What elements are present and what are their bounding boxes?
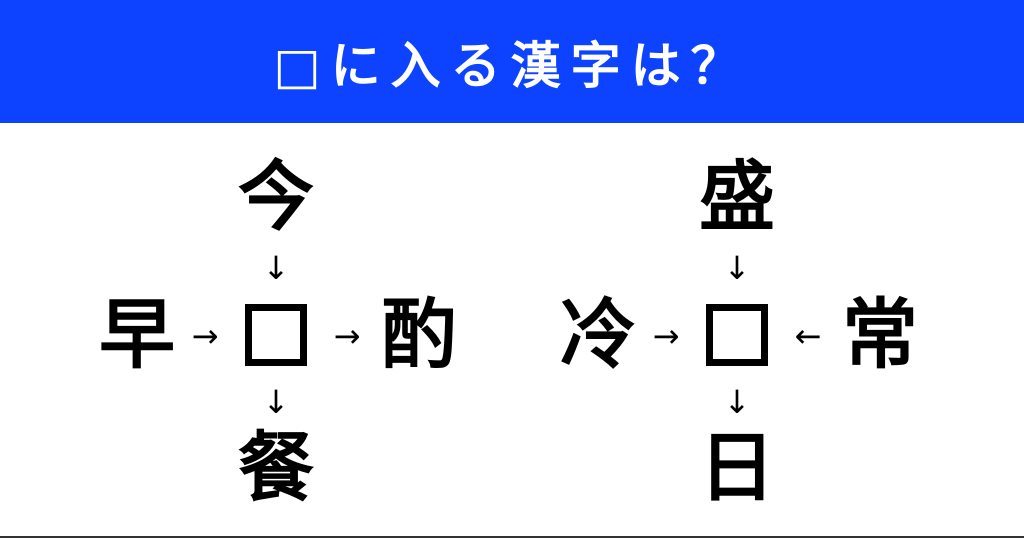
puzzle-2-arrow-down-top: ↓: [723, 249, 751, 287]
puzzle-1-arrow-down-bottom: ↓: [262, 383, 290, 421]
puzzle-2-arrow-down-bottom: ↓: [723, 383, 751, 421]
puzzle-1-arrow-right-right: →: [333, 317, 361, 355]
puzzle-1-top-kanji: 今: [238, 152, 314, 241]
puzzle-1-left-kanji: 早: [99, 290, 175, 379]
puzzle-2-right-kanji: 常: [842, 290, 918, 379]
puzzle-2-top-kanji: 盛: [699, 152, 775, 241]
puzzle-2-arrow-right-left: →: [652, 317, 680, 355]
page-title: □に入る漢字は？: [273, 36, 751, 95]
puzzle-1-blank-box[interactable]: [245, 304, 307, 366]
puzzle-1-bottom-kanji: 餐: [238, 423, 314, 512]
bottom-divider: [0, 536, 1024, 538]
title-banner: □に入る漢字は？: [0, 0, 1024, 123]
puzzle-1-right-kanji: 酌: [381, 290, 457, 379]
puzzle-2-blank-box[interactable]: [706, 304, 768, 366]
puzzle-1-arrow-right-left: →: [191, 317, 219, 355]
puzzle-1-arrow-down-top: ↓: [262, 249, 290, 287]
puzzle-2-left-kanji: 冷: [560, 290, 636, 379]
puzzle-2-bottom-kanji: 日: [699, 423, 775, 512]
puzzle-2-arrow-left-right: ←: [794, 317, 822, 355]
